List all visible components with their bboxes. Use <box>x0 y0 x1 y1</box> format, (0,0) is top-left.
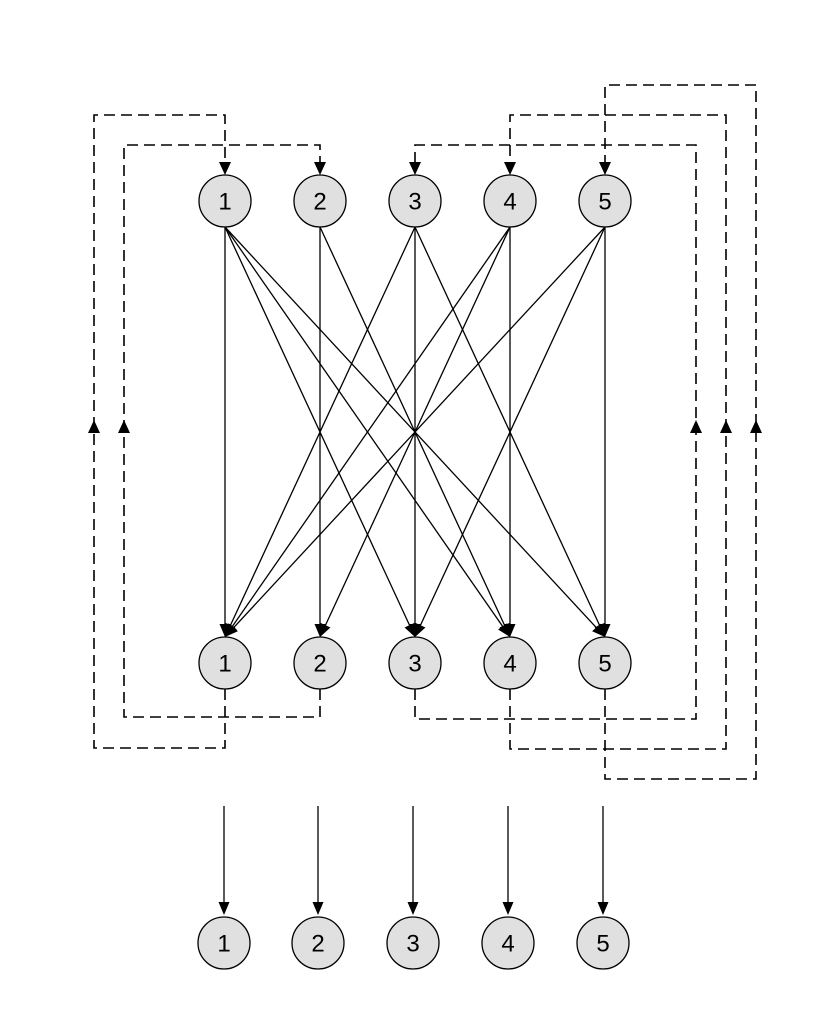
feedback-loop-5-direction-arrowhead <box>750 420 762 433</box>
edge-1-to-5-line <box>224 226 598 629</box>
middle-node-2: 2 <box>293 636 347 690</box>
edge-1-to-1 <box>219 227 231 637</box>
bottom-row: 1 2 3 4 5 <box>197 916 630 970</box>
output-arrow-1-arrowhead <box>218 902 230 915</box>
output-arrow-2 <box>312 806 324 915</box>
feedback-loop-3-target-arrowhead <box>409 162 421 175</box>
output-arrow-5 <box>597 806 609 915</box>
output-arrows <box>218 806 609 915</box>
middle-node-5-label: 5 <box>598 651 611 678</box>
output-arrow-3-arrowhead <box>407 902 419 915</box>
top-row: 1 2 3 4 5 <box>198 174 632 228</box>
top-node-3: 3 <box>388 174 442 228</box>
edge-4-to-4 <box>504 227 516 637</box>
edge-5-to-1-arrowhead <box>225 623 238 637</box>
top-node-2: 2 <box>293 174 347 228</box>
bottom-node-1-label: 1 <box>217 931 230 958</box>
feedback-loop-2 <box>118 144 326 718</box>
top-node-5: 5 <box>578 174 632 228</box>
feedback-loop-1-target-arrowhead <box>219 162 231 175</box>
top-node-4-label: 4 <box>503 189 516 216</box>
edge-4-to-2 <box>320 226 511 637</box>
output-arrow-1 <box>218 806 230 915</box>
edge-4-to-2-line <box>324 226 511 627</box>
feedback-loop-5-target-arrowhead <box>599 162 611 175</box>
edge-5-to-3-line <box>419 226 606 627</box>
feedback-loop-5 <box>599 84 762 780</box>
feedback-loop-4 <box>504 114 732 750</box>
top-node-1-label: 1 <box>218 189 231 216</box>
feedback-loop-1-path <box>93 114 226 749</box>
bottom-node-4-label: 4 <box>501 931 514 958</box>
edge-3-to-5-line <box>414 226 601 627</box>
middle-node-3-label: 3 <box>408 651 421 678</box>
output-arrow-3 <box>407 806 419 915</box>
feedback-loop-3-direction-arrowhead <box>690 420 702 433</box>
middle-node-3: 3 <box>388 636 442 690</box>
edge-2-to-4-line <box>319 226 506 627</box>
bottom-node-5: 5 <box>576 916 630 970</box>
middle-node-4: 4 <box>483 636 537 690</box>
edge-5-to-1 <box>225 226 606 637</box>
feedback-loop-1-direction-arrowhead <box>88 420 100 433</box>
feedback-loop-1 <box>88 114 231 749</box>
feedback-loop-2-direction-arrowhead <box>118 420 130 433</box>
bottom-node-3-label: 3 <box>406 931 419 958</box>
output-arrow-4-arrowhead <box>502 902 514 915</box>
output-arrow-2-arrowhead <box>312 902 324 915</box>
bottom-node-3: 3 <box>386 916 440 970</box>
middle-node-1: 1 <box>198 636 252 690</box>
bottom-node-1: 1 <box>197 916 251 970</box>
edge-4-to-1-line <box>231 226 511 628</box>
edge-4-to-4-arrowhead <box>504 624 516 637</box>
feedback-loop-4-target-arrowhead <box>504 162 516 175</box>
feedback-loop-2-path <box>123 144 321 718</box>
edge-5-to-5 <box>599 227 611 637</box>
top-node-4: 4 <box>483 174 537 228</box>
edge-5-to-3-arrowhead <box>415 622 426 637</box>
bottom-node-5-label: 5 <box>596 931 609 958</box>
edge-1-to-4-line <box>224 226 504 628</box>
feedback-loop-2-target-arrowhead <box>314 162 326 175</box>
middle-node-4-label: 4 <box>503 651 516 678</box>
edge-5-to-3 <box>415 226 606 637</box>
bottom-node-2: 2 <box>291 916 345 970</box>
top-node-5-label: 5 <box>598 189 611 216</box>
feedback-loop-3-path <box>414 144 697 720</box>
feedback-loop-3 <box>409 144 702 720</box>
edge-3-to-1-line <box>229 226 416 627</box>
middle-node-5: 5 <box>578 636 632 690</box>
top-node-1: 1 <box>198 174 252 228</box>
feedback-links <box>88 84 762 780</box>
bottom-node-4: 4 <box>481 916 535 970</box>
edge-1-to-3-line <box>224 226 411 627</box>
bottom-node-2-label: 2 <box>311 931 324 958</box>
connection-edges <box>219 226 611 637</box>
edge-5-to-1-line <box>232 226 606 629</box>
edge-5-to-5-arrowhead <box>599 624 611 637</box>
output-arrow-4 <box>502 806 514 915</box>
top-node-2-label: 2 <box>313 189 326 216</box>
middle-node-2-label: 2 <box>313 651 326 678</box>
middle-node-1-label: 1 <box>218 651 231 678</box>
middle-row: 1 2 3 4 5 <box>198 636 632 690</box>
edge-4-to-2-arrowhead <box>320 622 331 637</box>
feedback-loop-4-direction-arrowhead <box>720 420 732 433</box>
top-node-3-label: 3 <box>408 189 421 216</box>
output-arrow-5-arrowhead <box>597 902 609 915</box>
